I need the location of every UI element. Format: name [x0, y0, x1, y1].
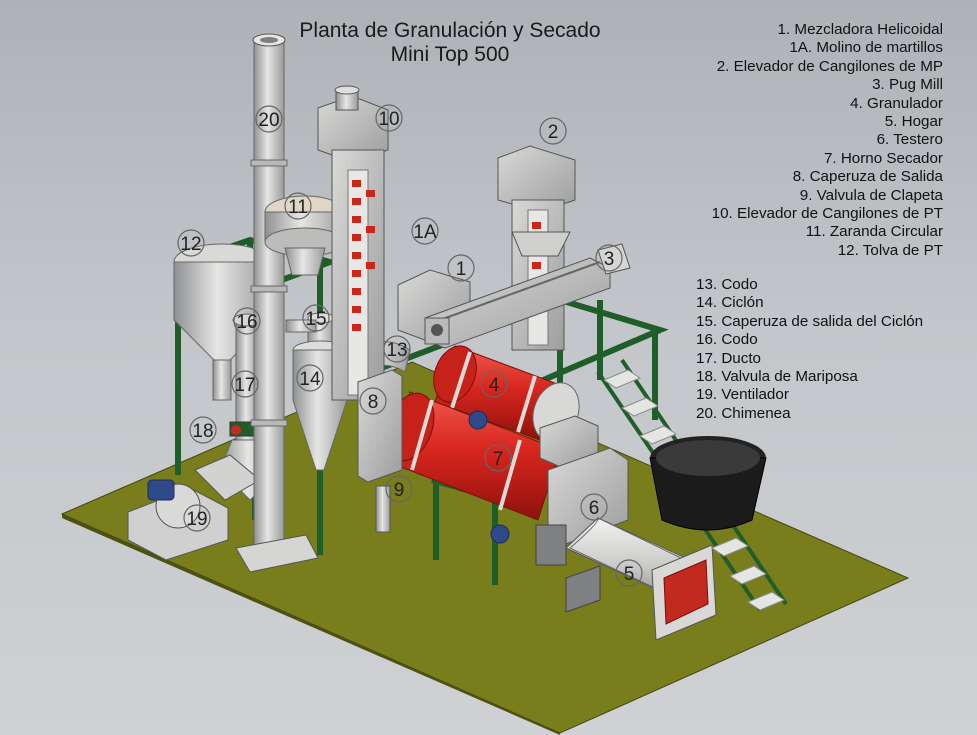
callout-14: 14 — [299, 369, 321, 390]
legend-item: 12. Tolva de PT — [837, 241, 943, 259]
callout-markers — [177, 104, 643, 587]
callout-9: 9 — [394, 480, 405, 501]
callout-8: 8 — [368, 392, 379, 413]
legend-item: 9. Valvula de Clapeta — [799, 186, 943, 204]
legend-item: 11. Zaranda Circular — [805, 223, 943, 241]
callout-15: 15 — [305, 309, 326, 330]
callout-12: 12 — [180, 234, 201, 255]
legend-item: 18. Valvula de Mariposa — [696, 368, 858, 386]
callout-2: 2 — [548, 122, 559, 143]
legend-equipment-list: 1. Mezcladora Helicoidal 1A. Molino de m… — [712, 21, 943, 260]
diagram-title: Planta de Granulación y Secado — [299, 19, 601, 42]
callout-5: 5 — [624, 564, 635, 585]
legend-item: 7. Horno Secador — [823, 149, 943, 167]
callout-3: 3 — [604, 249, 615, 270]
legend-item: 3. Pug Mill — [872, 76, 943, 94]
legend-item: 13. Codo — [696, 276, 758, 293]
bucket-elevator-10 — [317, 85, 389, 401]
callout-13: 13 — [386, 340, 407, 361]
callout-10: 10 — [378, 109, 399, 130]
callout-labels: 1 1A 2 3 4 5 6 7 8 9 10 11 12 13 14 15 1… — [180, 109, 634, 585]
legend-ducting-list: 13. Codo 14. Ciclón 15. Caperuza de sali… — [696, 276, 923, 423]
elevator-10-buckets — [352, 180, 375, 331]
legend-item: 1A. Molino de martillos — [789, 39, 943, 57]
chimney-20 — [235, 33, 319, 573]
callout-7: 7 — [493, 449, 504, 470]
callout-4: 4 — [489, 375, 500, 396]
legend-item: 10. Elevador de Cangilones de PT — [711, 205, 943, 223]
legend-item: 5. Hogar — [884, 113, 943, 131]
legend-item: 16. Codo — [696, 331, 758, 349]
legend-item: 14. Ciclón — [696, 294, 764, 312]
discharge-hood-8 — [357, 369, 403, 533]
callout-11: 11 — [288, 197, 308, 218]
pug-mill-3 — [424, 243, 631, 349]
callout-6: 6 — [589, 498, 600, 519]
furnace-5 — [565, 516, 717, 641]
callout-1a: 1A — [413, 222, 437, 243]
legend-item: 2. Elevador de Cangilones de MP — [716, 57, 943, 75]
legend-item: 15. Caperuza de salida del Ciclón — [696, 312, 924, 330]
floor-edge — [62, 514, 560, 735]
callout-18: 18 — [192, 421, 213, 442]
legend-item: 1. Mezcladora Helicoidal — [777, 21, 943, 38]
legend-item: 17. Ducto — [696, 349, 762, 367]
firing-head-6 — [535, 415, 629, 566]
callout-17: 17 — [234, 375, 255, 396]
legend-item: 8. Caperuza de Salida — [792, 168, 943, 186]
callout-20: 20 — [258, 110, 279, 131]
legend-item: 20. Chimenea — [696, 404, 791, 422]
black-tank — [649, 436, 767, 531]
diagram-subtitle: Mini Top 500 — [390, 43, 510, 66]
legend-item: 19. Ventilador — [696, 386, 789, 404]
legend-item: 4. Granulador — [850, 94, 943, 112]
legend-item: 6. Testero — [876, 131, 943, 149]
callout-19: 19 — [186, 509, 207, 530]
callout-16: 16 — [236, 312, 257, 333]
callout-1: 1 — [456, 259, 467, 280]
